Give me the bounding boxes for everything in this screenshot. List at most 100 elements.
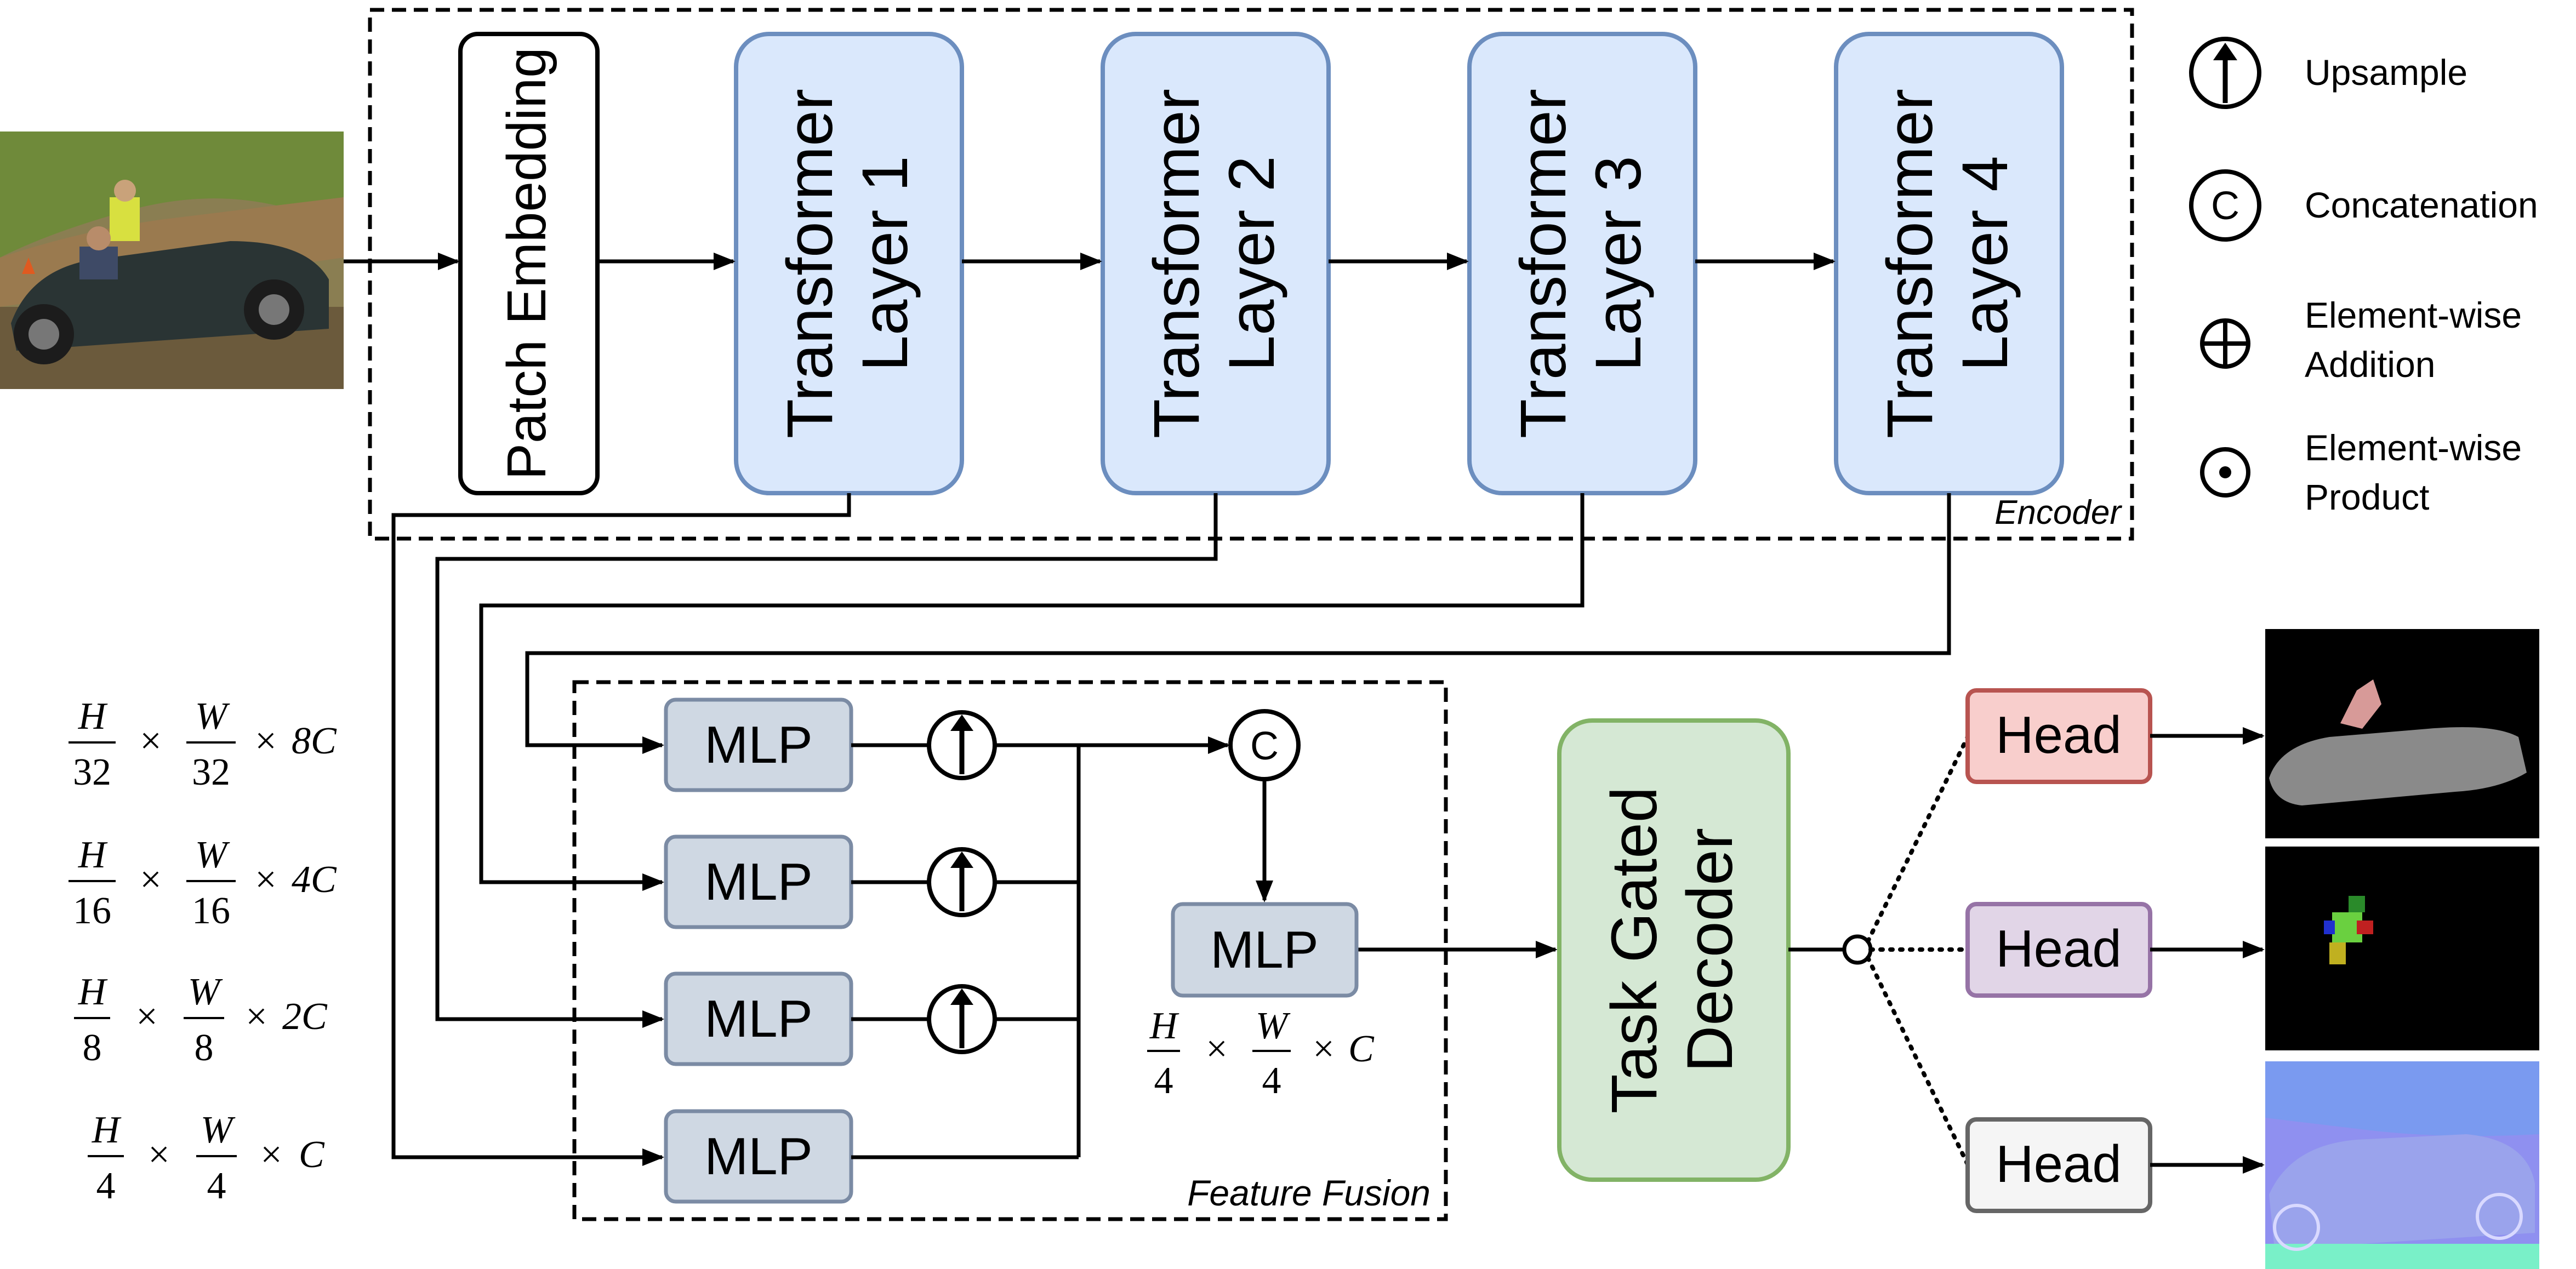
head-3-label: Head — [1996, 1135, 2122, 1193]
mlp-block-3: MLP — [664, 971, 853, 1066]
output-segmentation-image — [2265, 629, 2539, 838]
product-icon — [2200, 447, 2250, 498]
scale-label-3: H 8 × W 8 × 2C — [74, 971, 328, 1069]
mlp-block-2-label: MLP — [704, 853, 812, 911]
mlp-block-3-label: MLP — [704, 990, 812, 1048]
upsample-icon — [2189, 37, 2261, 109]
transformer-layer-2-line2: Layer 2 — [1216, 156, 1288, 371]
svg-text:W: W — [195, 834, 230, 876]
svg-text:×: × — [148, 1134, 169, 1176]
mlp-block-1: MLP — [664, 698, 853, 792]
svg-text:×: × — [260, 1134, 282, 1176]
transformer-layer-3: Transformer Layer 3 — [1467, 32, 1697, 495]
final-mlp-label: MLP — [1210, 921, 1318, 979]
head-3: Head — [1965, 1117, 2152, 1213]
upsample-icon — [927, 984, 997, 1054]
mlp-block-4-label: MLP — [704, 1127, 812, 1186]
transformer-layer-3-line2: Layer 3 — [1582, 156, 1655, 371]
svg-text:16: 16 — [192, 890, 230, 932]
svg-text:H: H — [78, 834, 108, 876]
svg-text:4: 4 — [207, 1165, 226, 1207]
transformer-layer-1-line2: Layer 1 — [849, 156, 921, 371]
legend: Upsample C Concatenation Element-wise Ad… — [2189, 37, 2538, 517]
upsample-icon — [927, 847, 997, 917]
svg-text:×: × — [255, 720, 276, 762]
head-1: Head — [1965, 688, 2152, 784]
concatenation-icon: C — [1228, 709, 1301, 781]
legend-concatenation-label: Concatenation — [2305, 185, 2538, 225]
head-output-arrows — [2150, 727, 2265, 1174]
output-normals-image — [2265, 1061, 2539, 1269]
svg-text:2C: 2C — [282, 996, 328, 1038]
svg-text:32: 32 — [192, 751, 230, 793]
legend-product-line2: Product — [2305, 477, 2429, 517]
svg-text:32: 32 — [73, 751, 111, 793]
fusion-concat-symbol: C — [1250, 724, 1279, 768]
svg-text:W: W — [1256, 1005, 1291, 1047]
svg-text:×: × — [246, 996, 267, 1038]
patch-embedding-block — [458, 32, 600, 495]
decoder-line2: Decoder — [1674, 828, 1746, 1072]
skip-connections — [391, 493, 1951, 1166]
head-1-label: Head — [1996, 706, 2122, 764]
decoder-to-heads — [1788, 735, 1970, 1167]
legend-upsample-label: Upsample — [2305, 52, 2467, 93]
final-mlp-block: MLP — [1171, 902, 1359, 998]
input-image — [0, 132, 344, 389]
svg-text:8: 8 — [83, 1027, 102, 1069]
encoder-group: Encoder Patch Embedding Transformer Laye… — [344, 8, 2134, 541]
head-2-label: Head — [1996, 919, 2122, 978]
svg-text:H: H — [78, 971, 108, 1013]
transformer-layer-3-line1: Transformer — [1507, 89, 1580, 438]
transformer-layer-4-line2: Layer 4 — [1949, 156, 2021, 371]
svg-text:C: C — [1348, 1028, 1375, 1070]
svg-text:4: 4 — [1154, 1060, 1173, 1102]
scale-label-2: H 16 × W 16 × 4C — [69, 834, 337, 932]
transformer-layer-4: Transformer Layer 4 — [1834, 32, 2064, 495]
mlp-block-1-label: MLP — [704, 716, 812, 774]
svg-text:4: 4 — [1262, 1060, 1281, 1102]
svg-text:8C: 8C — [292, 720, 337, 762]
transformer-layer-1-line1: Transformer — [774, 89, 846, 438]
decoder-line1: Task Gated — [1598, 787, 1671, 1114]
svg-text:×: × — [140, 859, 161, 901]
legend-addition-line2: Addition — [2305, 344, 2436, 385]
scale-label-1: H 32 × W 32 × 8C — [69, 695, 337, 793]
concatenation-icon: C — [2189, 169, 2261, 242]
svg-text:8: 8 — [195, 1027, 214, 1069]
upsample-icon — [927, 710, 997, 780]
svg-text:W: W — [188, 971, 223, 1013]
patch-embedding-label: Patch Embedding — [496, 47, 557, 479]
output-parts-image — [2265, 847, 2539, 1050]
svg-text:4: 4 — [96, 1165, 116, 1207]
transformer-layer-1: Transformer Layer 1 — [734, 32, 964, 495]
svg-text:×: × — [255, 859, 276, 901]
svg-text:×: × — [1313, 1028, 1334, 1070]
feature-fusion-group: Feature Fusion MLP MLP MLP MLP — [572, 680, 1558, 1221]
legend-product-line1: Element-wise — [2305, 427, 2522, 468]
scale-label-4: H 4 × W 4 × C — [88, 1109, 325, 1207]
transformer-layer-2-line1: Transformer — [1141, 89, 1213, 438]
mlp-block-4: MLP — [664, 1109, 853, 1204]
fusion-lines — [851, 736, 1558, 1159]
encoder-border — [368, 8, 2134, 541]
encoder-title: Encoder — [1994, 494, 2122, 531]
task-gated-decoder: Task Gated Decoder — [1557, 718, 1791, 1182]
svg-text:16: 16 — [73, 890, 111, 932]
svg-text:×: × — [136, 996, 157, 1038]
addition-icon — [2200, 318, 2250, 369]
svg-text:×: × — [1206, 1028, 1227, 1070]
fused-scale-label: H 4 × W 4 × C — [1147, 1005, 1375, 1102]
svg-text:H: H — [92, 1109, 122, 1151]
svg-text:4C: 4C — [292, 859, 337, 901]
legend-addition-line1: Element-wise — [2305, 295, 2522, 335]
concatenation-icon-symbol: C — [2211, 184, 2239, 228]
svg-text:H: H — [78, 695, 108, 738]
svg-text:×: × — [140, 720, 161, 762]
svg-text:W: W — [195, 695, 230, 738]
feature-fusion-title: Feature Fusion — [1187, 1173, 1431, 1213]
head-2: Head — [1965, 902, 2152, 998]
transformer-layer-4-line1: Transformer — [1874, 89, 1946, 438]
svg-text:C: C — [299, 1134, 325, 1176]
svg-text:H: H — [1149, 1005, 1179, 1047]
